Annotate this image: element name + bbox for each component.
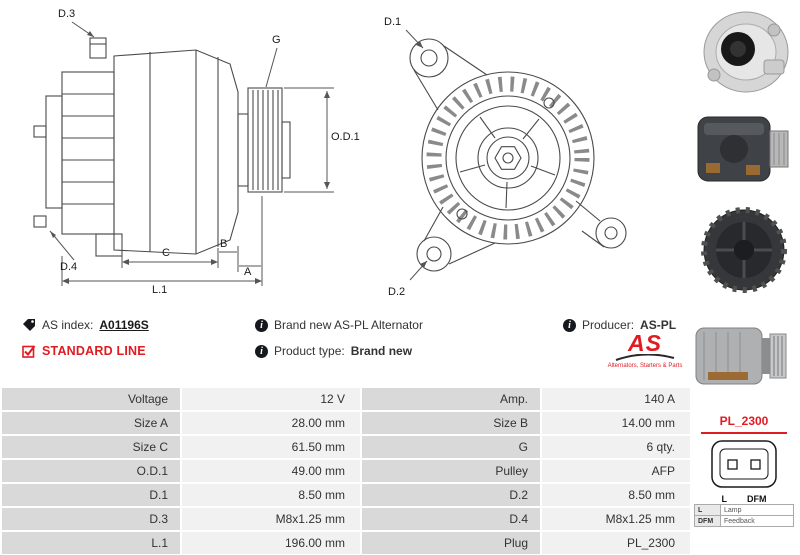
legend-key: L [694,504,721,516]
dim-label-od1: O.D.1 [331,131,360,143]
spec-label: Size B [360,410,542,436]
spec-label: D.1 [0,482,182,508]
standard-line-label: STANDARD LINE [42,344,146,358]
producer-value: AS-PL [640,318,677,332]
spec-label: G [360,434,542,460]
side-view-dimension-lines [49,21,334,286]
spec-value: 8.50 mm [180,482,362,508]
alternator-drawing-svg [33,21,627,286]
spec-row: D.1 8.50 mm D.2 8.50 mm [0,482,692,508]
legend-row: DFM Feedback [694,515,794,527]
checkbox-check-icon [22,345,36,358]
front-view-leader-lines [405,29,428,281]
dim-label-d3: D.3 [58,8,76,20]
dim-label-g: G [272,34,281,46]
spec-label: D.4 [360,506,542,532]
spec-value: M8x1.25 mm [180,506,362,532]
spec-value: 14.00 mm [540,410,692,436]
product-photo-1[interactable] [694,5,794,104]
legend-key: DFM [694,515,721,527]
spec-value: 49.00 mm [180,458,362,484]
dim-label-d2: D.2 [388,286,406,298]
spec-row: Size C 61.50 mm G 6 qty. [0,434,692,460]
dim-label-d4: D.4 [60,261,78,273]
spec-value: PL_2300 [540,530,692,555]
plug-pin-l-label: L [721,494,728,504]
spec-row: Size A 28.00 mm Size B 14.00 mm [0,410,692,436]
product-photo-2[interactable] [694,103,794,200]
product-type-label: Product type: [274,344,345,358]
dim-label-d1: D.1 [384,16,402,28]
info-icon: i [255,344,268,358]
technical-drawings: D.3 G O.D.1 D.4 C B A L.1 D.1 D.2 [0,0,690,310]
dim-label-c: C [162,247,170,259]
spec-label: Voltage [0,386,182,412]
as-index-item: AS index: A01196S [22,318,149,332]
plug-code-underline [701,432,787,434]
dim-label-a: A [244,266,252,278]
legend-row: L Lamp [694,504,794,516]
spec-value: 196.00 mm [180,530,362,555]
plug-connector-diagram: L DFM [688,439,800,504]
spec-label: O.D.1 [0,458,182,484]
side-view-arrowheads [50,31,330,284]
tag-icon [23,319,35,331]
spec-value: AFP [540,458,692,484]
product-type-item: i Product type: Brand new [255,344,412,358]
spec-row: Voltage 12 V Amp. 140 A [0,386,692,412]
spec-value: 28.00 mm [180,410,362,436]
plug-code-label: PL_2300 [719,414,769,428]
as-pl-logo-tagline: Alternators, Starters & Parts [607,363,683,369]
as-index-value[interactable]: A01196S [99,318,149,332]
dim-label-b: B [220,238,228,250]
spec-value: 140 A [540,386,692,412]
spec-value: 12 V [180,386,362,412]
spec-label: L.1 [0,530,182,555]
producer-label: Producer: [582,318,635,332]
product-description: Brand new AS-PL Alternator [274,318,423,332]
plug-connector-icon [711,440,777,488]
legend-desc: Feedback [720,515,794,527]
plug-legend-table: L Lamp DFM Feedback [694,504,794,527]
info-icon: i [255,318,268,332]
spec-label: Size A [0,410,182,436]
front-view-arrowheads [416,41,427,268]
spec-table: Voltage 12 V Amp. 140 A Size A 28.00 mm … [0,386,692,555]
legend-desc: Lamp [720,504,794,516]
dim-label-l1: L.1 [152,284,168,296]
as-index-label: AS index: [42,318,94,332]
product-type-value: Brand new [350,344,413,358]
alternator-side-view [33,37,291,257]
product-photo-3[interactable] [694,202,794,303]
spec-value: 61.50 mm [180,434,362,460]
product-photos-panel: PL_2300 L DFM L Lamp DFM [688,0,800,555]
spec-label: Pulley [360,458,542,484]
plug-pin-dfm-label: DFM [747,494,767,504]
producer-item: i Producer: AS-PL [563,318,676,332]
alternator-front-view [409,38,627,272]
info-icon: i [563,318,576,332]
spec-row: D.3 M8x1.25 mm D.4 M8x1.25 mm [0,506,692,532]
spec-label: Size C [0,434,182,460]
spec-value: M8x1.25 mm [540,506,692,532]
product-photo-4[interactable] [694,308,794,405]
spec-label: Amp. [360,386,542,412]
spec-value: 6 qty. [540,434,692,460]
spec-row: O.D.1 49.00 mm Pulley AFP [0,458,692,484]
product-description-item: i Brand new AS-PL Alternator [255,318,423,332]
spec-label: D.2 [360,482,542,508]
logo-swoosh [615,354,675,361]
spec-row: L.1 196.00 mm Plug PL_2300 [0,530,692,555]
spec-label: Plug [360,530,542,555]
standard-line-item: STANDARD LINE [22,344,146,358]
as-pl-logo: AS Alternators, Starters & Parts [597,330,693,370]
spec-value: 8.50 mm [540,482,692,508]
spec-label: D.3 [0,506,182,532]
as-pl-logo-text: AS [628,330,662,356]
